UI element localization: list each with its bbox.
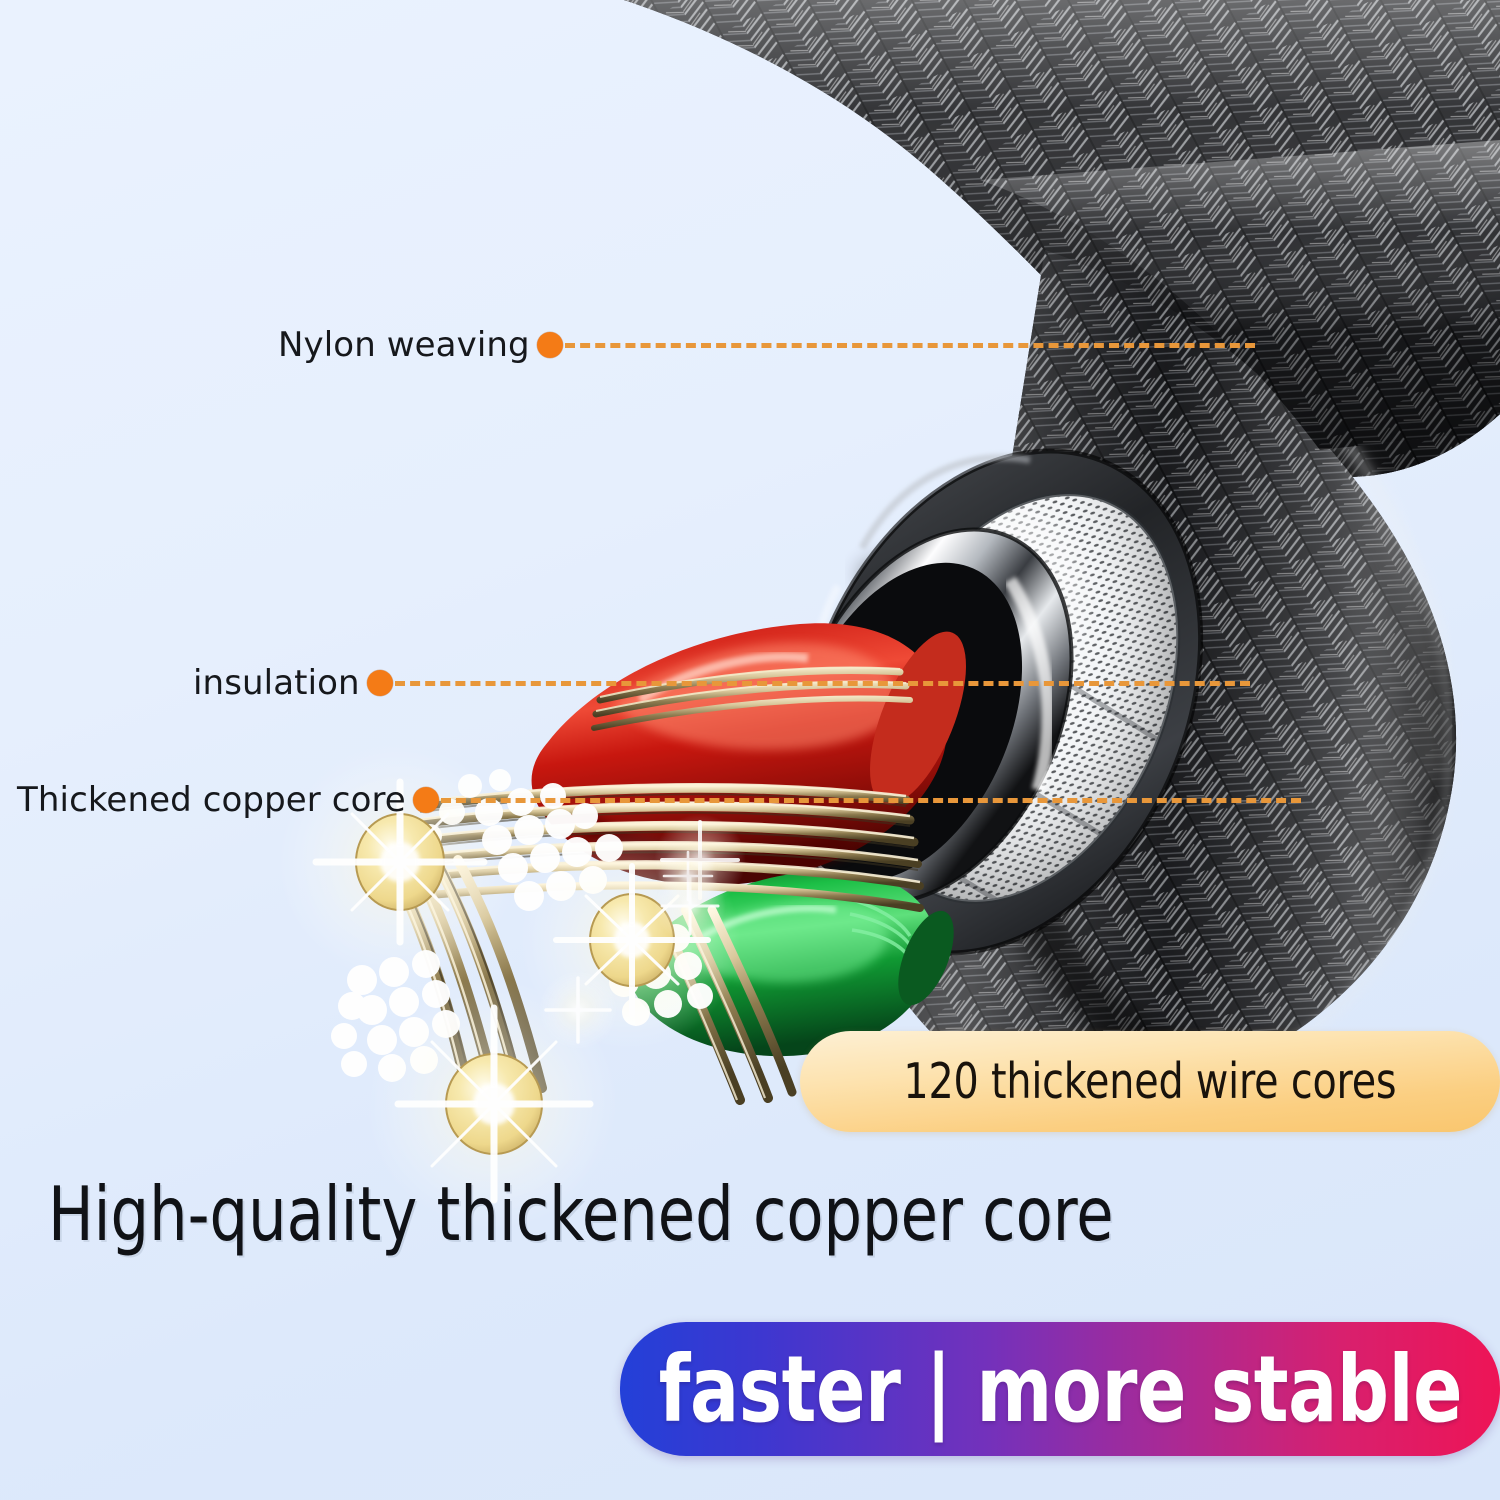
callout-label-nylon: Nylon weaving [278, 325, 530, 365]
callout-thickened-copper-core: Thickened copper core [17, 780, 1301, 820]
braided-sleeve-overlap [980, 140, 1500, 450]
faster-more-stable-banner: faster | more stable [620, 1322, 1500, 1456]
callout-label-copper-core: Thickened copper core [17, 780, 406, 820]
page-title: High-quality thickened copper core [48, 1170, 1114, 1258]
banner-label: faster | more stable [658, 1335, 1462, 1443]
callout-leader-line [440, 797, 1301, 803]
wire-cores-badge: 120 thickened wire cores [800, 1031, 1500, 1132]
callout-label-insulation: insulation [193, 663, 360, 703]
callout-nylon-weaving: Nylon weaving [278, 325, 1255, 365]
callout-dot-icon [366, 670, 393, 696]
callout-insulation: insulation [193, 663, 1250, 703]
callout-dot-icon [412, 787, 439, 813]
badge-label: 120 thickened wire cores [903, 1053, 1397, 1110]
callout-leader-line [394, 680, 1250, 686]
callout-dot-icon [536, 332, 563, 358]
callout-leader-line [564, 342, 1255, 348]
